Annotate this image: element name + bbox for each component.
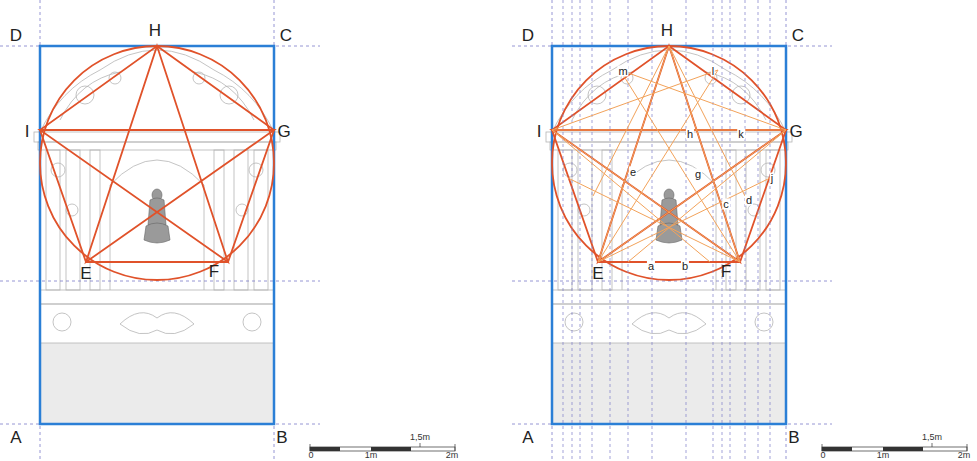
point-label: j	[770, 173, 774, 184]
point-label: I	[537, 123, 542, 140]
scale-label: 2m	[958, 450, 971, 459]
point-label: d	[745, 195, 753, 206]
point-label: m	[617, 66, 628, 77]
point-label: G	[789, 123, 802, 140]
point-label: e	[629, 167, 637, 178]
right-panel	[512, 0, 967, 461]
point-label: a	[647, 261, 655, 272]
point-label: c	[722, 199, 730, 210]
scale-label: 1m	[877, 450, 890, 459]
point-label: h	[686, 129, 694, 140]
vertical-grid	[563, 0, 770, 461]
point-label: C	[792, 27, 804, 44]
point-label: D	[10, 27, 22, 44]
point-label: b	[681, 261, 689, 272]
point-label: F	[721, 263, 731, 280]
point-label: k	[737, 129, 745, 140]
point-label: I	[25, 123, 30, 140]
point-label: H	[661, 22, 673, 39]
scale-label: 1,5m	[410, 433, 430, 442]
point-label: D	[522, 27, 534, 44]
point-label: H	[149, 22, 161, 39]
secondary-star	[552, 46, 786, 262]
scale-label: 0	[820, 450, 825, 459]
point-label: A	[522, 429, 533, 446]
point-label: C	[280, 27, 292, 44]
point-label: B	[788, 429, 799, 446]
point-label: F	[209, 263, 219, 280]
point-label: B	[276, 429, 287, 446]
point-label: E	[80, 265, 91, 282]
point-label: l	[711, 66, 715, 77]
point-label: g	[694, 169, 702, 180]
point-label: A	[10, 429, 21, 446]
scale-label: 2m	[446, 450, 459, 459]
scale-label: 0	[308, 450, 313, 459]
scale-label: 1m	[365, 450, 378, 459]
point-label: G	[277, 123, 290, 140]
left-panel	[0, 0, 455, 461]
scale-label: 1,5m	[922, 433, 942, 442]
point-label: E	[592, 265, 603, 282]
